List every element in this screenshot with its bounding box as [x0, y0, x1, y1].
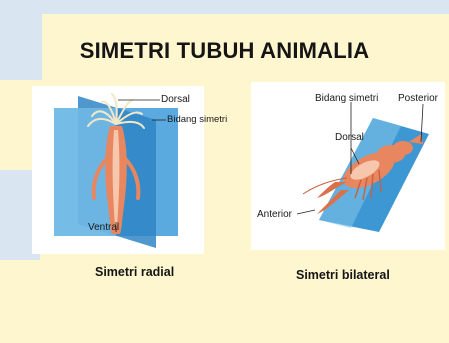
bilateral-anterior-leader [297, 210, 315, 214]
slide-top-band [0, 0, 449, 14]
bilateral-illustration [251, 82, 445, 250]
radial-caption: Simetri radial [95, 265, 174, 279]
bilateral-label-plane: Bidang simetri [315, 93, 378, 104]
bilateral-label-anterior: Anterior [257, 209, 292, 220]
radial-label-plane: Bidang simetri [167, 114, 227, 125]
bilateral-caption: Simetri bilateral [296, 268, 390, 282]
bilateral-label-dorsal: Dorsal [335, 132, 364, 143]
radial-label-dorsal: Dorsal [161, 94, 190, 105]
bilateral-symmetry-figure: Bidang simetri Posterior Dorsal Anterior [251, 82, 445, 250]
slide-title: SIMETRI TUBUH ANIMALIA [0, 38, 449, 64]
bilateral-label-posterior: Posterior [398, 93, 438, 104]
radial-symmetry-figure: Dorsal Bidang simetri Ventral [32, 86, 204, 254]
radial-label-ventral: Ventral [88, 222, 119, 233]
